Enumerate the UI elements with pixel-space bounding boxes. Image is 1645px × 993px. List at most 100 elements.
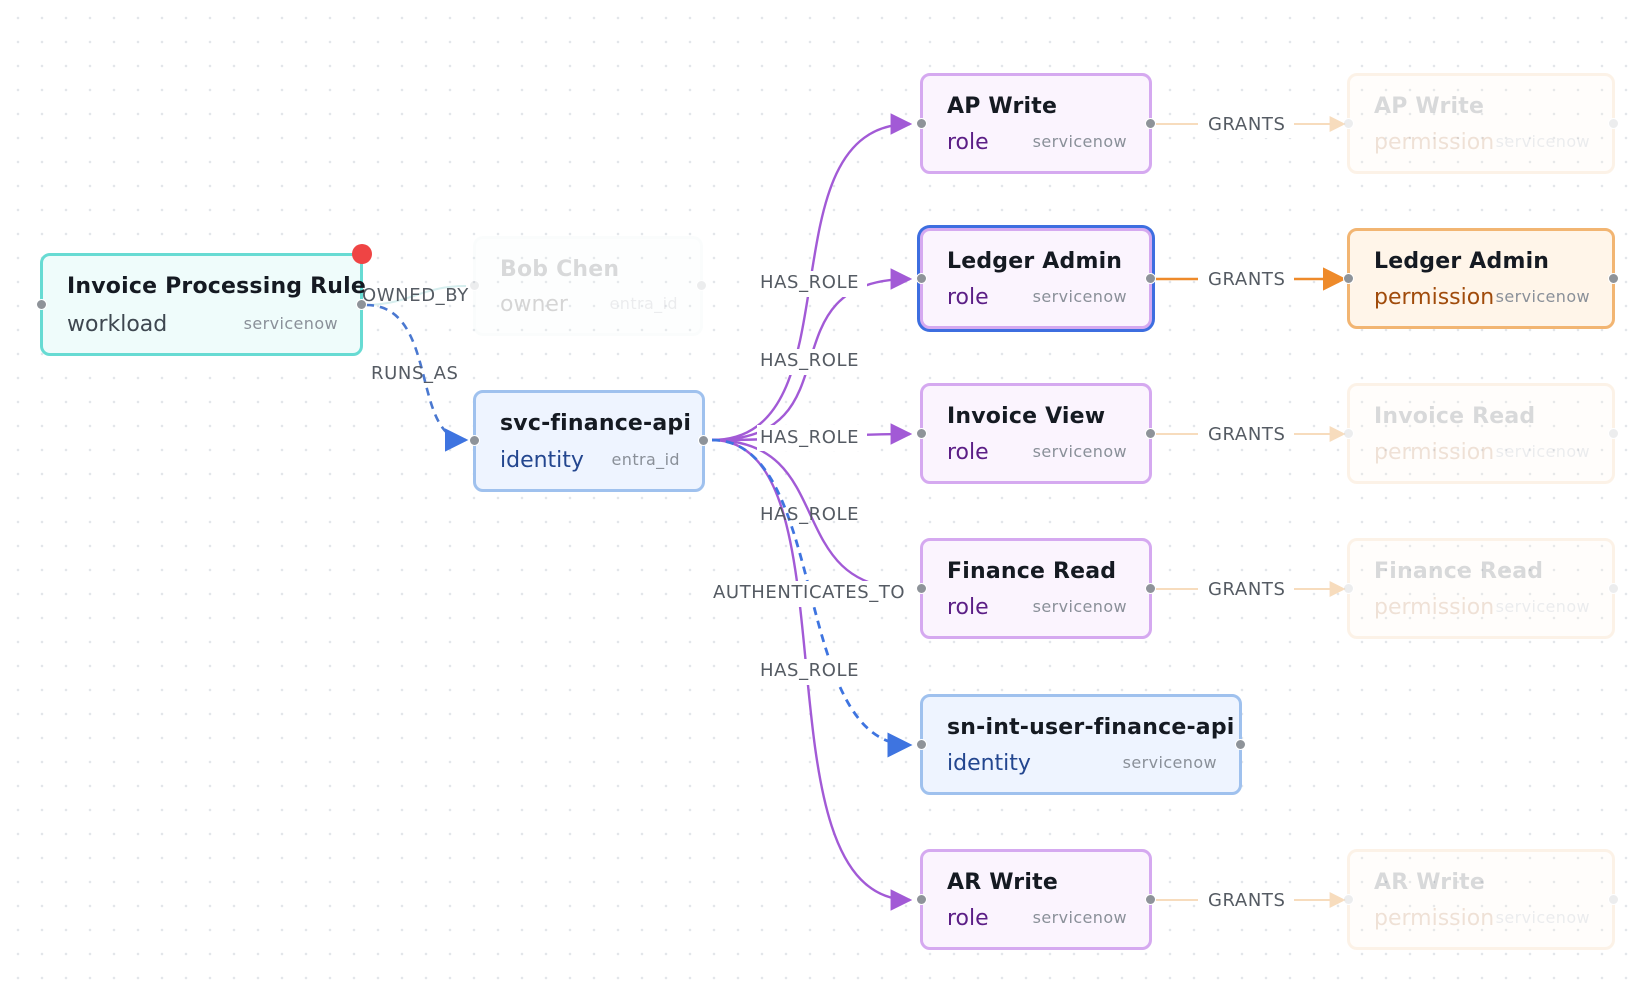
source-handle[interactable] — [1608, 427, 1619, 439]
edge-label-owned-by: OWNED_BY — [362, 285, 469, 306]
edge-label-grants-3: GRANTS — [1208, 424, 1286, 445]
edge-label-has-role-5: HAS_ROLE — [760, 660, 859, 681]
source-handle[interactable] — [1235, 738, 1246, 750]
node-ap-write-role[interactable]: AP Write role servicenow — [916, 73, 1156, 174]
node-type: permission — [1374, 285, 1495, 310]
source-handle[interactable] — [698, 435, 709, 446]
node-type: identity — [500, 448, 584, 473]
edge-label-has-role-3: HAS_ROLE — [760, 427, 859, 448]
source-handle[interactable] — [696, 280, 707, 291]
node-type: role — [947, 130, 989, 155]
node-sn-int-user-finance-api[interactable]: sn-int-user-finance-api identity service… — [916, 694, 1246, 795]
edge-owned-by[interactable] — [363, 285, 467, 306]
target-handle[interactable] — [1343, 427, 1354, 439]
node-title: Ledger Admin — [947, 249, 1123, 274]
edge-label-has-role-1: HAS_ROLE — [760, 272, 859, 293]
edge-label-runs-as: RUNS_AS — [371, 363, 459, 384]
node-source: entra_id — [609, 294, 678, 313]
node-invoice-processing-rule[interactable]: Invoice Processing Rule workload service… — [36, 244, 372, 356]
node-title: Invoice View — [947, 404, 1106, 429]
node-title: Ledger Admin — [1374, 249, 1550, 274]
source-handle[interactable] — [1145, 272, 1156, 284]
target-handle[interactable] — [1343, 272, 1354, 284]
target-handle[interactable] — [916, 272, 927, 284]
node-source: servicenow — [1032, 132, 1127, 151]
node-title: AR Write — [1374, 870, 1485, 895]
node-finance-read-role[interactable]: Finance Read role servicenow — [916, 538, 1156, 639]
node-source: servicenow — [1032, 442, 1127, 461]
node-invoice-read-permission[interactable]: Invoice Read permission servicenow — [1343, 383, 1619, 484]
target-handle[interactable] — [1343, 117, 1354, 129]
source-handle[interactable] — [356, 298, 367, 310]
node-type: role — [947, 906, 989, 931]
node-title: Bob Chen — [500, 257, 620, 282]
target-handle[interactable] — [1343, 582, 1354, 594]
node-source: servicenow — [1032, 287, 1127, 306]
node-ar-write-permission[interactable]: AR Write permission servicenow — [1343, 849, 1619, 950]
node-ledger-admin-permission[interactable]: Ledger Admin permission servicenow — [1343, 228, 1619, 329]
node-bob-chen[interactable]: Bob Chen owner entra_id — [469, 236, 707, 336]
edge-label-has-role-2: HAS_ROLE — [760, 350, 859, 371]
node-source: servicenow — [1495, 132, 1590, 151]
node-title: AP Write — [947, 94, 1058, 119]
node-type: identity — [947, 751, 1031, 776]
edge-label-grants-4: GRANTS — [1208, 579, 1286, 600]
node-type: owner — [500, 292, 568, 317]
node-title: svc-finance-api — [500, 411, 692, 436]
target-handle[interactable] — [916, 738, 927, 750]
target-handle[interactable] — [916, 117, 927, 129]
node-title: Finance Read — [1374, 559, 1544, 584]
source-handle[interactable] — [1608, 272, 1619, 284]
source-handle[interactable] — [1145, 893, 1156, 905]
node-source: entra_id — [611, 450, 680, 469]
target-handle[interactable] — [1343, 893, 1354, 905]
node-source: servicenow — [1032, 597, 1127, 616]
node-type: workload — [67, 312, 168, 337]
node-type: permission — [1374, 130, 1495, 155]
node-title: sn-int-user-finance-api — [947, 715, 1235, 740]
source-handle[interactable] — [1608, 117, 1619, 129]
edge-label-authenticates-to: AUTHENTICATES_TO — [713, 582, 905, 603]
node-type: permission — [1374, 595, 1495, 620]
node-title: AP Write — [1374, 94, 1485, 119]
node-source: servicenow — [1495, 442, 1590, 461]
node-source: servicenow — [1495, 908, 1590, 927]
edge-label-grants-5: GRANTS — [1208, 890, 1286, 911]
node-finance-read-permission[interactable]: Finance Read permission servicenow — [1343, 538, 1619, 639]
node-ar-write-role[interactable]: AR Write role servicenow — [916, 849, 1156, 950]
target-handle[interactable] — [469, 435, 480, 446]
node-ledger-admin-role[interactable]: Ledger Admin role servicenow — [916, 228, 1156, 329]
node-title: Invoice Read — [1374, 404, 1536, 429]
node-type: permission — [1374, 906, 1495, 931]
source-handle[interactable] — [1608, 893, 1619, 905]
target-handle[interactable] — [916, 582, 927, 594]
node-svc-finance-api[interactable]: svc-finance-api identity entra_id — [469, 390, 709, 492]
node-source: servicenow — [1032, 908, 1127, 927]
alert-indicator-icon — [352, 244, 372, 264]
node-source: servicenow — [1495, 287, 1590, 306]
target-handle[interactable] — [469, 280, 480, 291]
edge-label-grants-2: GRANTS — [1208, 269, 1286, 290]
edge-label-grants-1: GRANTS — [1208, 114, 1286, 135]
source-handle[interactable] — [1145, 582, 1156, 594]
node-title: AR Write — [947, 870, 1058, 895]
source-handle[interactable] — [1608, 582, 1619, 594]
target-handle[interactable] — [916, 427, 927, 439]
edge-label-has-role-4: HAS_ROLE — [760, 504, 859, 525]
node-invoice-view-role[interactable]: Invoice View role servicenow — [916, 383, 1156, 484]
node-source: servicenow — [1495, 597, 1590, 616]
node-title: Finance Read — [947, 559, 1117, 584]
node-type: permission — [1374, 440, 1495, 465]
node-source: servicenow — [1122, 753, 1217, 772]
edge-authenticates-to[interactable] — [711, 438, 913, 758]
node-type: role — [947, 440, 989, 465]
target-handle[interactable] — [916, 893, 927, 905]
node-ap-write-permission[interactable]: AP Write permission servicenow — [1343, 73, 1619, 174]
source-handle[interactable] — [1145, 427, 1156, 439]
source-handle[interactable] — [1145, 117, 1156, 129]
node-source: servicenow — [243, 314, 338, 333]
target-handle[interactable] — [36, 298, 47, 310]
node-type: role — [947, 595, 989, 620]
